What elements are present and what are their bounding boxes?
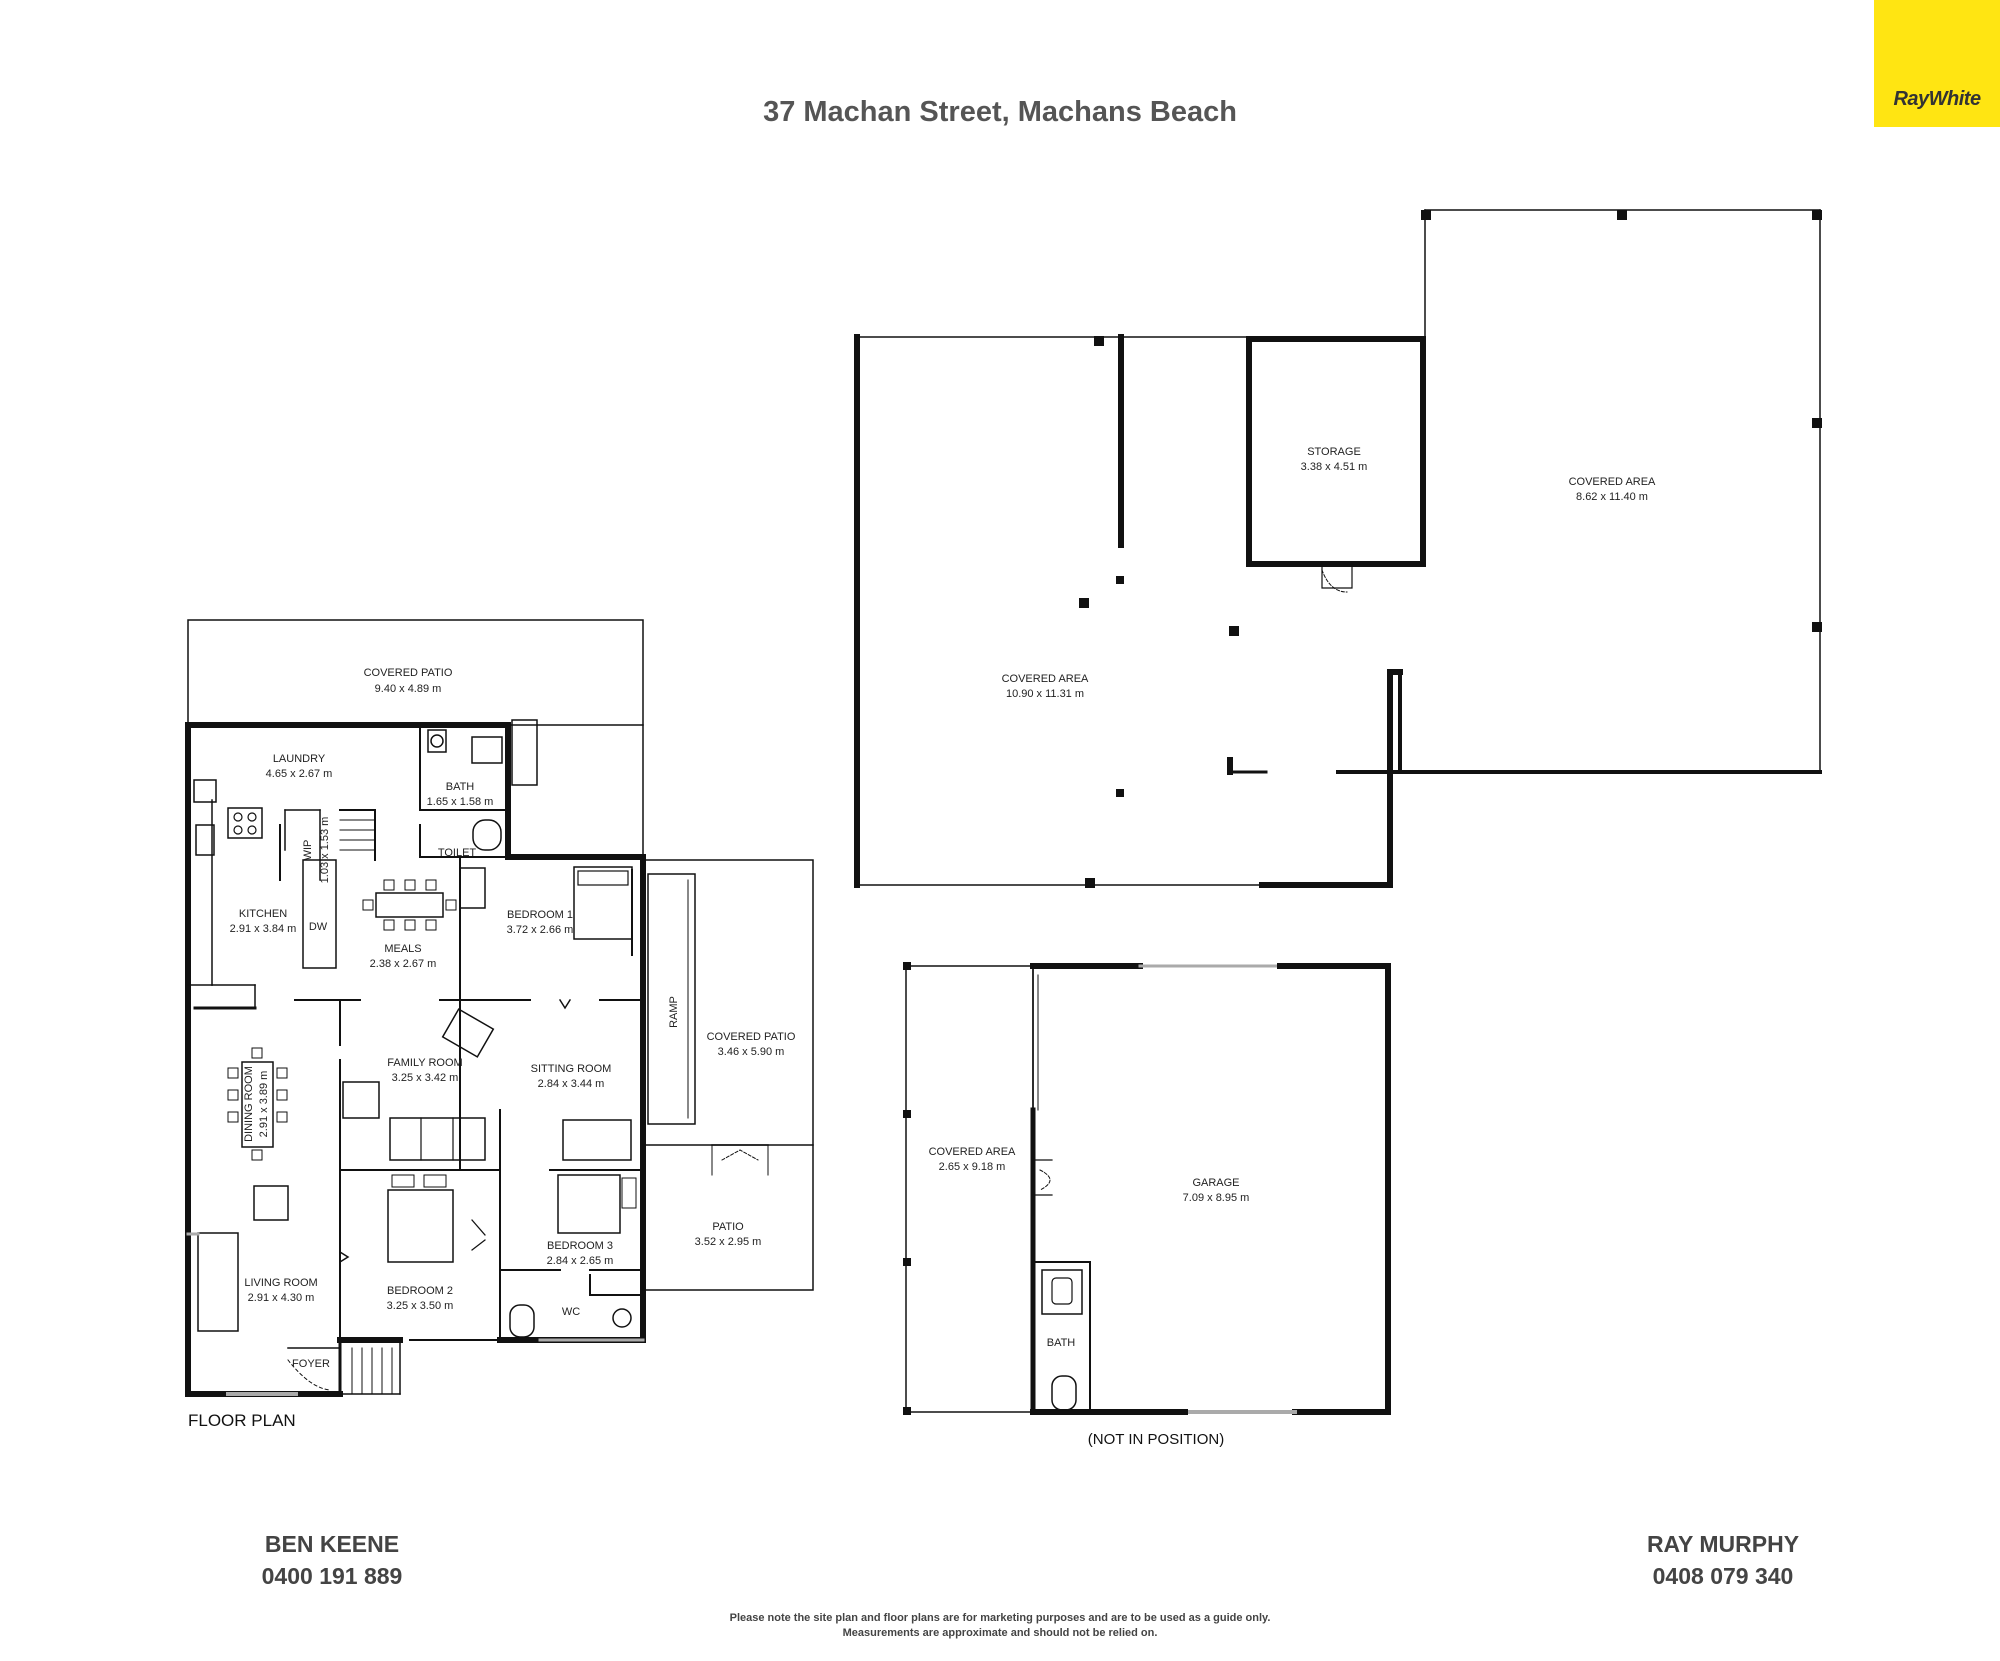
room-dimension: 2.65 x 9.18 m <box>939 1161 1006 1173</box>
room-dimension: 3.25 x 3.42 m <box>392 1072 459 1084</box>
room-label: LIVING ROOM <box>244 1277 317 1289</box>
room-dimension: 3.46 x 5.90 m <box>718 1046 785 1058</box>
room-dimension: 3.38 x 4.51 m <box>1301 461 1368 473</box>
room-label: WC <box>562 1306 580 1318</box>
room-label: BEDROOM 2 <box>387 1285 453 1297</box>
covered-area-structure <box>854 209 1822 888</box>
property-address-title: 37 Machan Street, Machans Beach <box>763 96 1237 128</box>
room-label: KITCHEN <box>239 908 287 920</box>
agent-phone[interactable]: 0400 191 889 <box>261 1563 403 1589</box>
agent-name: BEN KEENE <box>264 1531 400 1557</box>
room-label: COVERED PATIO <box>707 1031 796 1043</box>
room-label: TOILET <box>438 847 477 859</box>
room-label: FAMILY ROOM <box>387 1057 462 1069</box>
raywhite-logo: RayWhite <box>1874 0 2000 127</box>
garage-structure <box>903 962 1391 1415</box>
room-label: BATH <box>1047 1337 1076 1349</box>
room-dimension: 3.52 x 2.95 m <box>695 1236 762 1248</box>
room-dimension: 3.25 x 3.50 m <box>387 1300 454 1312</box>
room-dimension: 8.62 x 11.40 m <box>1576 491 1648 503</box>
ramp-outline <box>647 873 696 1125</box>
room-label: COVERED AREA <box>1002 673 1089 685</box>
room-dimension: 2.91 x 4.30 m <box>248 1292 315 1304</box>
house-floor-plan <box>185 619 814 1397</box>
room-label: COVERED AREA <box>1569 476 1656 488</box>
covered-area-garage-outline <box>905 965 1034 1413</box>
disclaimer-line: Please note the site plan and floor plan… <box>729 1612 1271 1624</box>
room-dimension: 3.72 x 2.66 m <box>507 924 574 936</box>
room-label: PATIO <box>712 1221 744 1233</box>
room-dimension: 2.84 x 3.44 m <box>538 1078 605 1090</box>
not-in-position-label: (NOT IN POSITION) <box>1088 1431 1224 1448</box>
room-label: COVERED AREA <box>929 1146 1016 1158</box>
room-dimension: 1.03 x 1.53 m <box>319 817 331 884</box>
raywhite-logo-text: RayWhite <box>1893 88 1981 110</box>
room-label: BEDROOM 3 <box>547 1240 613 1252</box>
room-label: MEALS <box>384 943 421 955</box>
room-label: WIP <box>302 840 314 861</box>
room-dimension: 9.40 x 4.89 m <box>375 683 442 695</box>
room-dimension: 2.91 x 3.89 m <box>258 1071 270 1138</box>
agent-name: RAY MURPHY <box>1646 1531 1800 1557</box>
room-label: COVERED PATIO <box>364 667 453 679</box>
room-dimension: 4.65 x 2.67 m <box>266 768 333 780</box>
patio-outline <box>642 1144 814 1291</box>
room-label: RAMP <box>668 996 680 1028</box>
room-label: LAUNDRY <box>273 753 326 765</box>
storage-room <box>1246 336 1426 567</box>
agent-contact-left: BEN KEENE 0400 191 889 <box>202 1528 462 1592</box>
room-label: SITTING ROOM <box>531 1063 612 1075</box>
agent-phone[interactable]: 0408 079 340 <box>1652 1563 1794 1589</box>
room-dimension: 1.65 x 1.58 m <box>427 796 494 808</box>
room-label: FOYER <box>292 1358 330 1370</box>
room-label: BATH <box>446 781 475 793</box>
room-label: DINING ROOM <box>243 1066 255 1142</box>
room-dimension: 2.38 x 2.67 m <box>370 958 437 970</box>
room-dimension: 2.91 x 3.84 m <box>230 923 297 935</box>
room-label: GARAGE <box>1192 1177 1239 1189</box>
agent-contact-right: RAY MURPHY 0408 079 340 <box>1593 1528 1853 1592</box>
floor-plan-label: FLOOR PLAN <box>188 1411 296 1430</box>
room-label: BEDROOM 1 <box>507 909 573 921</box>
room-dimension: 7.09 x 8.95 m <box>1183 1192 1250 1204</box>
disclaimer-line: Measurements are approximate and should … <box>842 1627 1158 1639</box>
room-dimension: 2.84 x 2.65 m <box>547 1255 614 1267</box>
room-label: DW <box>309 921 328 933</box>
room-label: STORAGE <box>1307 446 1361 458</box>
room-dimension: 10.90 x 11.31 m <box>1006 688 1084 700</box>
disclaimer: Please note the site plan and floor plan… <box>0 1611 2000 1641</box>
